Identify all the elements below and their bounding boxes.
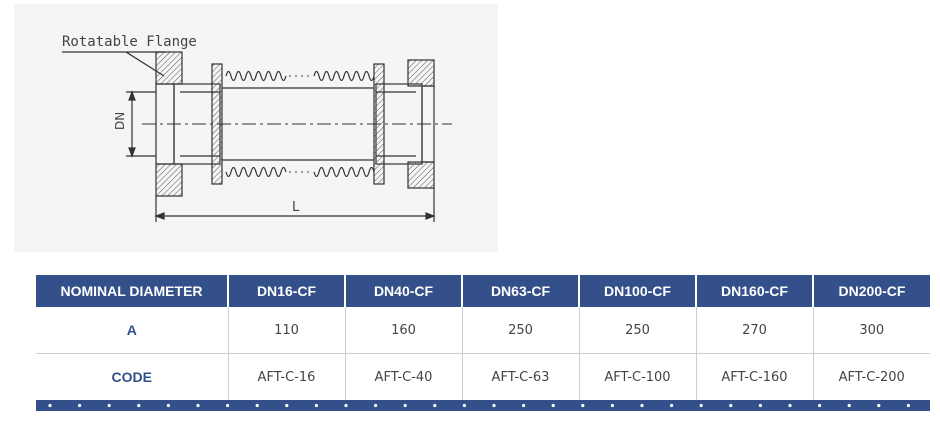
table-row-a: A 110 160 250 250 270 300 (36, 307, 930, 354)
header-size: DN63-CF (462, 275, 580, 307)
decorative-dot (137, 403, 141, 408)
right-flange-top (407, 59, 435, 87)
decorative-dot (314, 403, 318, 408)
decorative-dot (522, 403, 526, 408)
decorative-dot (640, 403, 644, 408)
left-flange-bottom (155, 163, 183, 197)
table-cell: AFT-C-63 (462, 353, 580, 401)
table-cell: 110 (228, 307, 346, 354)
decorative-dot (906, 403, 911, 408)
dot-pattern (48, 403, 911, 408)
decorative-dot (433, 403, 437, 408)
flange-callout-label: Rotatable Flange (62, 34, 197, 50)
bellows-top (225, 70, 375, 82)
decorative-dot (581, 403, 585, 408)
table-cell: 250 (579, 307, 697, 354)
table-cell: AFT-C-40 (345, 353, 463, 401)
decorative-dot (166, 403, 170, 408)
left-flange-top (155, 51, 183, 85)
header-size: DN200-CF (813, 275, 930, 307)
header-size: DN40-CF (345, 275, 463, 307)
decorative-dot-bar (36, 400, 930, 411)
row-label-a: A (36, 307, 229, 354)
decorative-dot (196, 403, 200, 408)
right-flange-bottom (407, 161, 435, 189)
decorative-dot (374, 403, 378, 408)
table-cell: 270 (696, 307, 814, 354)
dn-label: DN (113, 112, 127, 130)
decorative-dot (670, 403, 674, 408)
header-size: DN100-CF (579, 275, 697, 307)
table-row-code: CODE AFT-C-16 AFT-C-40 AFT-C-63 AFT-C-10… (36, 353, 930, 401)
table-cell: AFT-C-200 (813, 353, 930, 401)
table-cell: AFT-C-100 (579, 353, 697, 401)
table-header-row: NOMINAL DIAMETER DN16-CF DN40-CF DN63-CF… (36, 275, 930, 307)
table-cell: AFT-C-16 (228, 353, 346, 401)
callout-leader (125, 51, 165, 77)
header-nominal-diameter: NOMINAL DIAMETER (36, 275, 229, 307)
decorative-dot (285, 403, 289, 408)
header-size: DN160-CF (696, 275, 814, 307)
decorative-dot (48, 403, 52, 408)
decorative-dot (610, 403, 615, 408)
length-label: L (292, 200, 300, 215)
decorative-dot (847, 403, 851, 408)
row-label-code: CODE (36, 353, 229, 401)
decorative-dot (551, 403, 555, 408)
technical-drawing-panel: Rotatable Flange DN L (14, 4, 498, 252)
decorative-dot (403, 403, 407, 408)
bellows-bottom (225, 166, 375, 178)
decorative-dot (78, 403, 82, 408)
table-cell: 160 (345, 307, 463, 354)
specification-table: NOMINAL DIAMETER DN16-CF DN40-CF DN63-CF… (36, 275, 930, 401)
table-cell: 250 (462, 307, 580, 354)
decorative-dot (729, 403, 733, 408)
decorative-dot (255, 403, 259, 408)
table-cell: AFT-C-160 (696, 353, 814, 401)
decorative-dot (877, 403, 881, 408)
decorative-dot (492, 403, 496, 408)
break-marks (289, 75, 309, 173)
table-cell: 300 (813, 307, 930, 354)
decorative-dot (788, 403, 792, 408)
header-size: DN16-CF (228, 275, 346, 307)
decorative-dot (699, 403, 703, 408)
bellows-drawing: Rotatable Flange DN L (62, 34, 452, 222)
decorative-dot (226, 403, 230, 408)
decorative-dot (462, 403, 466, 408)
decorative-dot (818, 403, 822, 408)
decorative-dot (758, 403, 763, 408)
decorative-dot (344, 403, 348, 408)
decorative-dot (107, 403, 111, 408)
